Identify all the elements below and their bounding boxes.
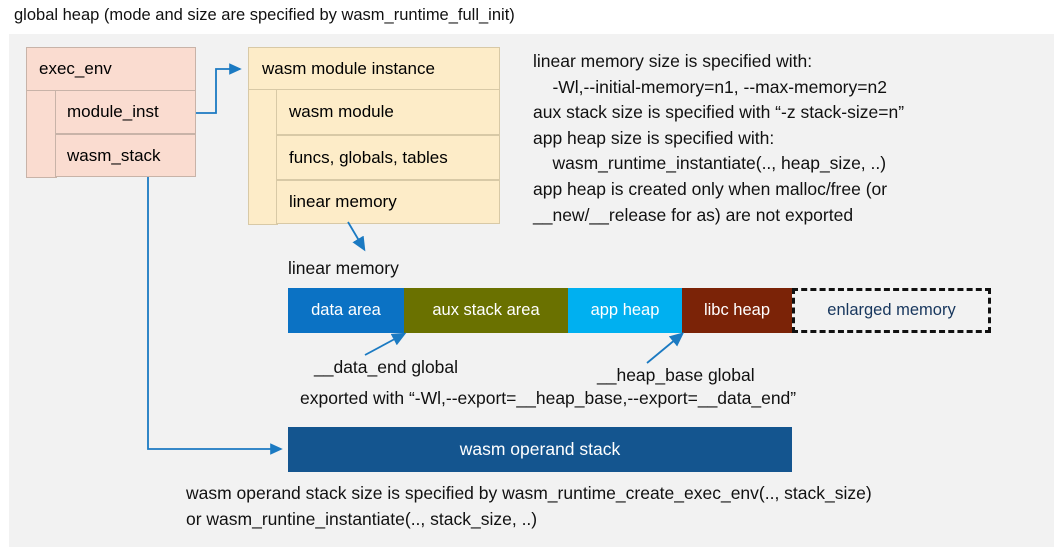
- annotation-exported-with: exported with “-Wl,--export=__heap_base,…: [300, 388, 797, 408]
- wasm-module-instance-row-wasm-module: wasm module: [276, 90, 500, 135]
- wasm-module-instance-row-linear-memory: linear memory: [276, 180, 500, 224]
- operand-stack-notes: wasm operand stack size is specified by …: [186, 483, 872, 529]
- wasm-module-instance-gutter: [248, 90, 278, 225]
- memory-segment-aux-stack-area: aux stack area: [404, 288, 568, 333]
- memory-segment-data-area: data area: [288, 288, 404, 333]
- exec-env-field-wasm-stack: wasm_stack: [55, 134, 196, 177]
- wasm-operand-stack-box: wasm operand stack: [288, 427, 792, 472]
- annotation-data-end: __data_end global: [314, 357, 459, 377]
- memory-segment-app-heap: app heap: [568, 288, 682, 333]
- diagram-caption: global heap (mode and size are specified…: [14, 6, 515, 24]
- linear-memory-notes: linear memory size is specified with: -W…: [533, 51, 905, 225]
- annotation-heap-base: __heap_base global: [597, 365, 755, 385]
- linear-memory-label: linear memory: [288, 258, 399, 278]
- exec-env-field-module-inst: module_inst: [55, 91, 196, 134]
- exec-env-gutter: [26, 91, 57, 178]
- memory-segment-libc-heap: libc heap: [682, 288, 792, 333]
- wasm-module-instance-title: wasm module instance: [248, 47, 500, 90]
- exec-env-title: exec_env: [26, 47, 196, 91]
- wasm-module-instance-row-funcs-globals-tables: funcs, globals, tables: [276, 135, 500, 180]
- memory-segment-enlarged-memory: enlarged memory: [792, 288, 991, 333]
